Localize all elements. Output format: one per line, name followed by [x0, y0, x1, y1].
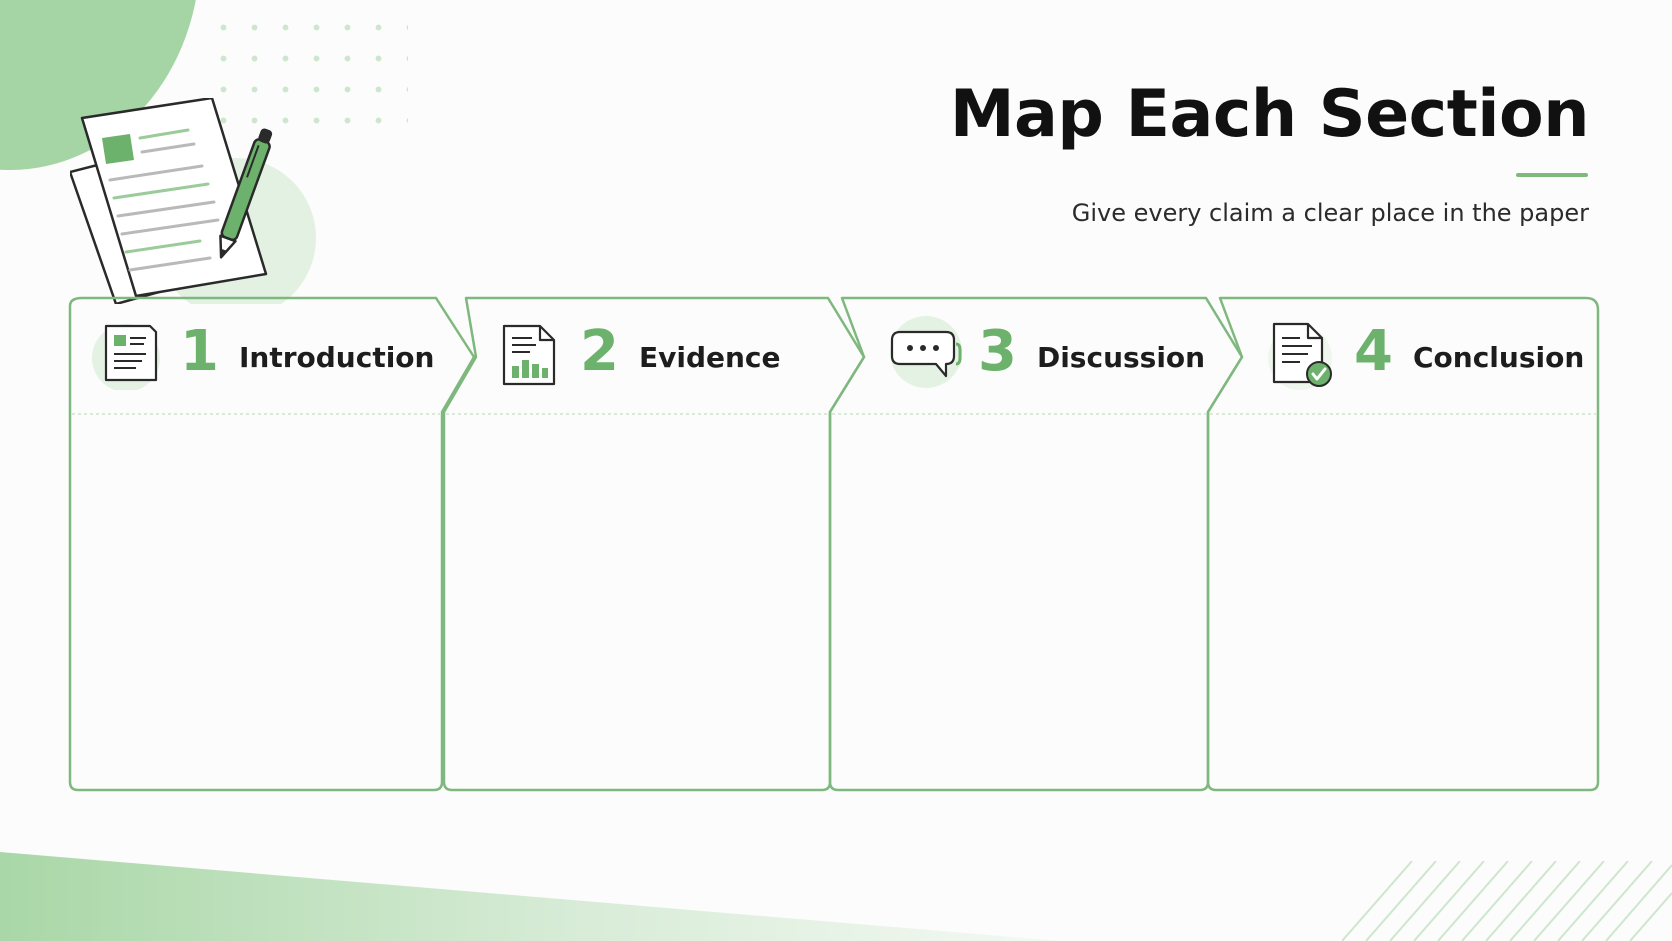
section-body-introduction[interactable] — [74, 418, 438, 788]
section-number: 2 — [580, 319, 619, 384]
document-check-icon — [1264, 314, 1340, 390]
section-header-introduction: 1 Introduction — [90, 312, 434, 392]
section-body-discussion[interactable] — [834, 418, 1204, 788]
section-number: 4 — [1354, 319, 1393, 384]
paper-and-pen-icon — [68, 96, 330, 318]
dot-grid-decoration — [208, 12, 408, 132]
section-number: 3 — [978, 319, 1017, 384]
bottom-wave-decoration — [0, 852, 1060, 941]
slide-subtitle: Give every claim a clear place in the pa… — [1071, 199, 1589, 227]
document-outline-icon — [90, 314, 166, 390]
bar-chart-document-icon — [490, 314, 566, 390]
section-title-evidence: Evidence — [638, 341, 781, 374]
section-title-conclusion: Conclusion — [1412, 341, 1585, 374]
speech-bubble-icon — [888, 314, 964, 390]
slide-title: Map Each Section — [949, 77, 1590, 152]
section-title-discussion: Discussion — [1036, 341, 1206, 374]
section-header-conclusion: 4 Conclusion — [1264, 312, 1584, 392]
section-header-discussion: 3 Discussion — [888, 312, 1205, 392]
diagonal-hatch-decoration — [1342, 861, 1672, 941]
section-body-evidence[interactable] — [448, 418, 826, 788]
section-header-evidence: 2 Evidence — [490, 312, 781, 392]
section-title-introduction: Introduction — [238, 341, 435, 374]
title-underline-divider — [1516, 173, 1588, 177]
section-number: 1 — [180, 319, 219, 384]
section-body-conclusion[interactable] — [1212, 418, 1594, 788]
